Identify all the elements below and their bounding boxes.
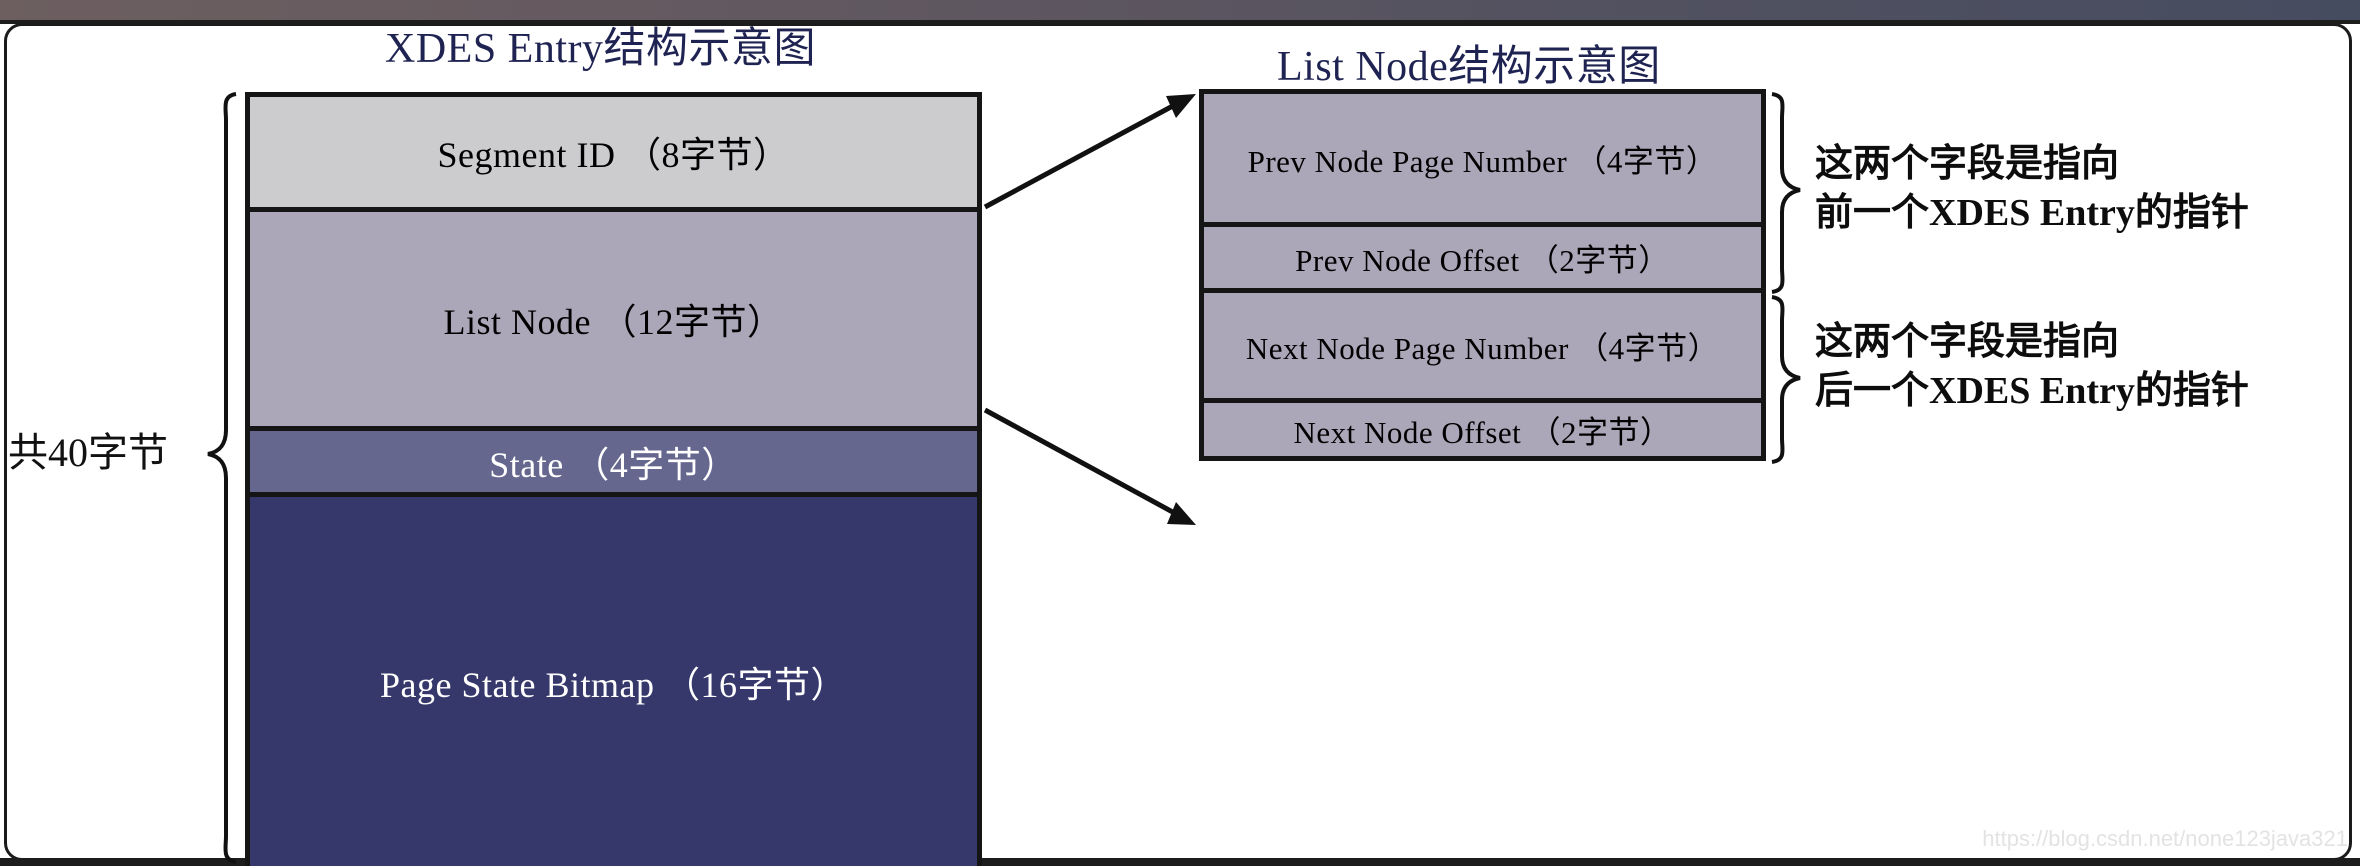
top-gradient-band	[0, 0, 2360, 22]
top-band-edge	[0, 20, 2360, 24]
xdes-field-label: List Node （12字节）	[443, 302, 784, 342]
listnode-field-label: Prev Node Offset （2字节）	[1295, 243, 1670, 278]
xdes-field-label: State （4字节）	[489, 444, 738, 485]
listnode-field-next-node-page-number: Next Node Page Number （4字节）	[1204, 288, 1761, 398]
listnode-field-prev-node-offset: Prev Node Offset （2字节）	[1204, 222, 1761, 288]
watermark-url: https://blog.csdn.net/none123java321	[1982, 826, 2348, 851]
xdes-field-list-node: List Node （12字节）	[250, 207, 977, 426]
listnode-field-prev-node-page-number: Prev Node Page Number （4字节）	[1204, 94, 1761, 222]
listnode-field-next-node-offset: Next Node Offset （2字节）	[1204, 398, 1761, 456]
prev-pointer-annotation: 这两个字段是指向 前一个XDES Entry的指针	[1815, 143, 2249, 235]
xdes-field-page-state-bitmap: Page State Bitmap （16字节）	[250, 492, 977, 866]
xdes-field-state: State （4字节）	[250, 426, 977, 492]
listnode-field-label: Next Node Page Number （4字节）	[1245, 331, 1720, 366]
xdes-entry-structure: Segment ID （8字节） List Node （12字节） State …	[245, 92, 982, 866]
list-node-title: List Node结构示意图	[1277, 44, 1661, 90]
listnode-field-label: Prev Node Page Number （4字节）	[1247, 143, 1718, 179]
xdes-field-label: Segment ID （8字节）	[437, 135, 790, 175]
xdes-entry-title: XDES Entry结构示意图	[385, 26, 816, 72]
list-node-structure: Prev Node Page Number （4字节） Prev Node Of…	[1199, 89, 1766, 461]
total-bytes-label: 共40字节	[8, 430, 168, 475]
xdes-field-segment-id: Segment ID （8字节）	[250, 97, 977, 207]
xdes-field-label: Page State Bitmap （16字节）	[380, 664, 847, 705]
bottom-band	[0, 858, 2360, 866]
listnode-field-label: Next Node Offset （2字节）	[1293, 415, 1672, 450]
next-pointer-annotation: 这两个字段是指向 后一个XDES Entry的指针	[1815, 321, 2249, 413]
